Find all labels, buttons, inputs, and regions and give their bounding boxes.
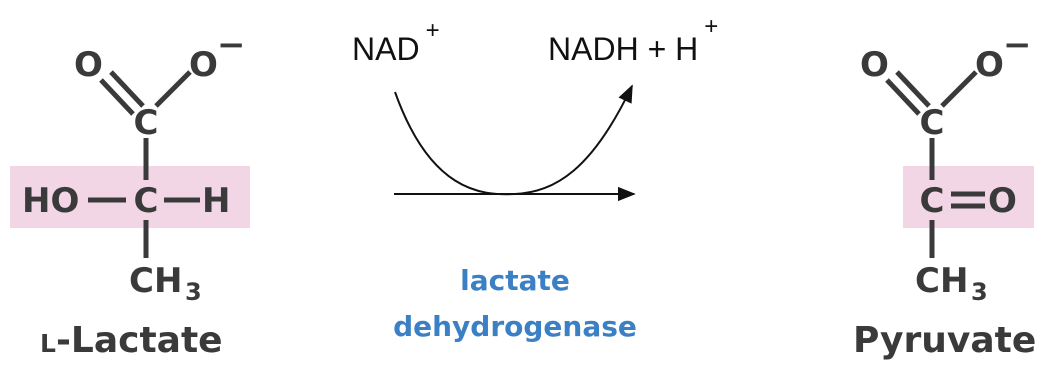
lactate-co-double-bond-a (99, 78, 135, 116)
lactate-c-ominus-bond (154, 70, 192, 108)
reaction-arrows (394, 84, 636, 202)
lactate-carboxyl-carbon: C (134, 103, 159, 143)
nad-label: NAD+ (352, 17, 440, 67)
enzyme-name-line1: lactate (460, 264, 570, 297)
nadh-text: NADH + H (548, 31, 698, 67)
pyruvate-carboxyl-carbon: C (920, 103, 945, 143)
lactate-oxygen-minus: O (189, 45, 218, 85)
lactate-co-double-bond-b (109, 70, 145, 108)
pyruvate-structure: O O − C C O CH 3 Pyruvate (853, 25, 1036, 361)
pyruvate-charge-minus: − (1003, 25, 1032, 65)
lactate-oxygen-double: O (74, 45, 103, 85)
pyruvate-co-double-bond-b (895, 70, 931, 108)
pyruvate-name: Pyruvate (853, 320, 1036, 361)
pyruvate-oxygen-minus: O (975, 45, 1004, 85)
nadh-charge: + (704, 13, 718, 40)
lactate-charge-minus: − (217, 25, 246, 65)
lactate-methyl-subscript: 3 (185, 278, 202, 306)
lactate-hydrogen: H (202, 181, 230, 221)
pyruvate-alpha-carbon: C (920, 181, 945, 221)
pyruvate-co-double-bond-a (885, 78, 921, 116)
lactate-highlight-box (10, 166, 250, 228)
pyruvate-c-ominus-bond (940, 70, 978, 108)
lactate-structure: O O − C HO C H CH 3 L-Lactate (10, 25, 250, 361)
lactate-name: L-Lactate (40, 320, 223, 361)
pyruvate-highlight-box (903, 166, 1034, 228)
lactate-hydroxyl-group: HO (22, 181, 79, 221)
nad-text: NAD (352, 31, 420, 67)
cofactor-curved-arrow (394, 84, 633, 196)
enzyme-name-line2: dehydrogenase (393, 310, 637, 343)
nad-charge: + (426, 17, 440, 44)
lactate-name-prefix: L (40, 329, 56, 358)
lactate-name-rest: -Lactate (56, 320, 223, 361)
lactate-methyl-group: CH (129, 261, 182, 301)
pyruvate-methyl-group: CH (915, 261, 968, 301)
nadh-label: NADH + H+ (548, 13, 718, 67)
pyruvate-oxygen-double: O (860, 45, 889, 85)
lactate-alpha-carbon: C (134, 181, 159, 221)
pyruvate-methyl-subscript: 3 (971, 278, 988, 306)
pyruvate-keto-oxygen: O (988, 181, 1017, 221)
